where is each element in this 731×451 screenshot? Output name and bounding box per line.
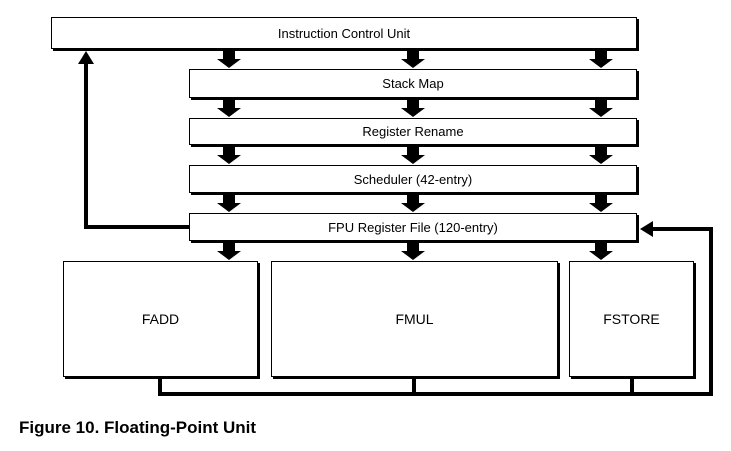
- scheduler-label: Scheduler (42-entry): [353, 171, 473, 187]
- fadd-unit-box: FADD: [63, 261, 258, 377]
- fmul-unit-box: FMUL: [271, 261, 558, 377]
- arrow-scheduler-to-regfile: [217, 193, 613, 212]
- register-rename-label: Register Rename: [362, 124, 464, 139]
- register-file-box: FPU Register File (120-entry): [189, 213, 637, 241]
- instruction-control-unit-label: Instruction Control Unit: [277, 25, 411, 41]
- fstore-unit-box: FSTORE: [569, 261, 694, 377]
- instruction-control-unit-box: Instruction Control Unit: [51, 17, 637, 49]
- result-bus: [158, 221, 713, 396]
- stage-arrows: [217, 49, 613, 260]
- arrow-stackmap-to-rename: [217, 98, 613, 117]
- arrow-icu-to-stackmap: [217, 49, 613, 68]
- arrow-regfile-to-units: [217, 241, 613, 260]
- stack-map-label: Stack Map: [382, 76, 444, 91]
- fadd-unit-label: FADD: [141, 311, 180, 327]
- scheduler-box: Scheduler (42-entry): [189, 165, 637, 193]
- feedback-to-icu: [78, 51, 190, 229]
- fmul-unit-label: FMUL: [395, 311, 434, 327]
- register-rename-box: Register Rename: [189, 118, 637, 145]
- fstore-unit-label: FSTORE: [603, 311, 660, 327]
- stack-map-box: Stack Map: [189, 69, 637, 98]
- figure-caption: Figure 10. Floating-Point Unit: [19, 418, 257, 437]
- register-file-label: FPU Register File (120-entry): [328, 219, 498, 235]
- arrow-rename-to-scheduler: [217, 145, 613, 164]
